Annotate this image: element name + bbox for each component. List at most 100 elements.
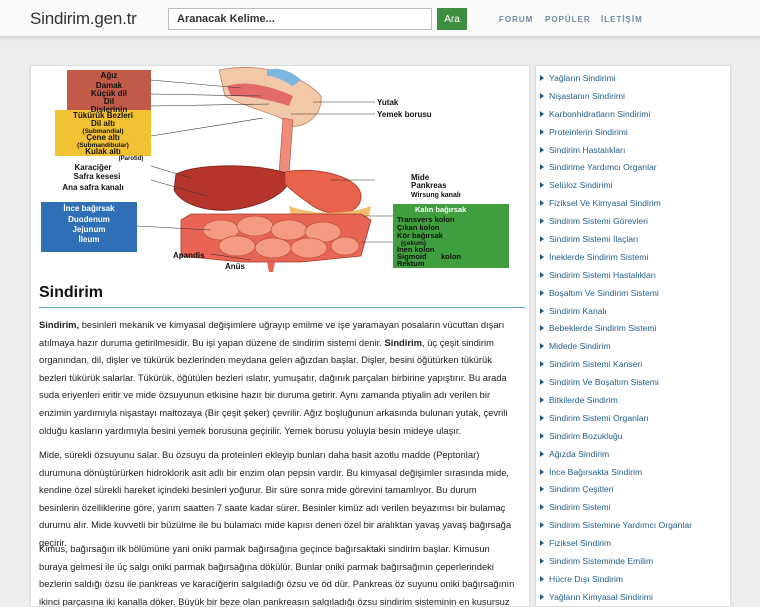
sidebar-link[interactable]: İneklerde Sindirim Sistemi [536, 248, 730, 266]
label-transvers-kolon: Transvers kolon [397, 215, 455, 224]
sidebar-link[interactable]: Sindirim Sistemi Kanseri [536, 355, 730, 373]
label-ileum: İleum [79, 235, 100, 244]
sidebar-link[interactable]: Sindirim Sistemi Hastalıkları [536, 266, 730, 284]
sidebar-link[interactable]: Fiziksel Sindirim [536, 534, 730, 552]
sidebar-link[interactable]: Bebeklerde Sindirim Sistemi [536, 319, 730, 337]
search-input[interactable] [168, 8, 432, 30]
label-kucuk-dil: Küçük dil [91, 89, 127, 98]
arrow-bullet-icon [540, 557, 544, 564]
sidebar-link[interactable]: İnce Bağırsakta Sindirim [536, 463, 730, 481]
nav-iletisim[interactable]: İLETİŞİM [601, 15, 643, 24]
label-cekum: (çekum) [401, 240, 426, 247]
sidebar-link[interactable]: Bitkilerde Sindirim [536, 391, 730, 409]
label-kolon: kolon [441, 252, 461, 261]
label-kalin-bagirsak: Kalın bağırsak [415, 205, 467, 214]
sidebar-link[interactable]: Yağların Kimyasal Sindirimi [536, 588, 730, 606]
label-agiz: Ağız [101, 71, 118, 80]
label-karaciger: Karaciğer [75, 163, 112, 172]
label-rektum: Rektum [397, 259, 425, 268]
arrow-bullet-icon [540, 432, 544, 439]
arrow-bullet-icon [540, 289, 544, 296]
sidebar-link[interactable]: Sindirim Sistemi Görevleri [536, 212, 730, 230]
label-yemek-borusu: Yemek borusu [377, 110, 432, 119]
article-title: Sindirim [39, 284, 104, 301]
arrow-bullet-icon [540, 182, 544, 189]
label-damak: Damak [96, 81, 123, 90]
label-parotid: (Parotid) [119, 156, 144, 162]
sidebar-link[interactable]: Karbonhidratların Sindirimi [536, 105, 730, 123]
label-pankreas: Pankreas [411, 181, 447, 190]
label-cikan-kolon: Çıkan kolon [397, 223, 440, 232]
arrow-bullet-icon [540, 271, 544, 278]
sidebar-link[interactable]: Selüloz Sindirimi [536, 176, 730, 194]
label-tukuruk-bezleri: Tükürük Bezleri [73, 111, 133, 120]
arrow-bullet-icon [540, 146, 544, 153]
arrow-bullet-icon [540, 468, 544, 475]
sidebar-link[interactable]: Sindirim Sisteminde Emilim [536, 552, 730, 570]
digestive-system-diagram: Ağız Damak Küçük dil Dil Dişlerinin Tükü… [41, 67, 509, 272]
article-paragraph-1: Sindirim, besinleri mekanik ve kimyasal … [39, 319, 508, 436]
sidebar-link[interactable]: Sindirim Sistemi [536, 498, 730, 516]
sidebar-link[interactable]: Sindirime Yardımcı Organlar [536, 158, 730, 176]
sidebar-link[interactable]: Proteinlerin Sindirimi [536, 123, 730, 141]
sidebar-link[interactable]: Sindirim Bozukluğu [536, 427, 730, 445]
arrow-bullet-icon [540, 593, 544, 600]
sidebar-link[interactable]: Sindirim Sistemi Organları [536, 409, 730, 427]
related-links-list: Yağların Sindirimi Nişastanın Sindirimi … [536, 69, 730, 606]
label-dil-alti: Dil altı [91, 119, 115, 128]
label-inen-kolon: İnen kolon [397, 245, 435, 254]
title-divider [39, 307, 525, 308]
sidebar-link[interactable]: Ağızda Sindirim [536, 445, 730, 463]
arrow-bullet-icon [540, 164, 544, 171]
label-mide: Mide [411, 173, 430, 182]
sidebar-link[interactable]: Sindirim Sistemine Yardımcı Organlar [536, 516, 730, 534]
label-jejunum: Jejunum [73, 225, 106, 234]
arrow-bullet-icon [540, 540, 544, 547]
sidebar-link[interactable]: Boşaltım Ve Sindirim Sistemi [536, 284, 730, 302]
label-kor-bagirsak: Kör bağırsak [397, 231, 444, 240]
top-bar: Sindirim.gen.tr Ara FORUM POPÜLER İLETİŞ… [0, 0, 760, 37]
arrow-bullet-icon [540, 414, 544, 421]
sidebar-link[interactable]: Midede Sindirim [536, 337, 730, 355]
sidebar-link[interactable]: Sindirim Ve Boşaltım Sistemi [536, 373, 730, 391]
label-apandis: Apandis [173, 251, 205, 260]
arrow-bullet-icon [540, 361, 544, 368]
related-links-sidebar: Yağların Sindirimi Nişastanın Sindirimi … [535, 65, 731, 607]
article-paragraph-3: Kimus, bağırsağın ilk bölümüne yani onik… [39, 543, 515, 607]
sidebar-link[interactable]: Sindirim Sistemi İlaçları [536, 230, 730, 248]
sidebar-link[interactable]: Yağların Sindirimi [536, 69, 730, 87]
search-button[interactable]: Ara [437, 8, 467, 30]
arrow-bullet-icon [540, 200, 544, 207]
nav-populer[interactable]: POPÜLER [545, 15, 591, 24]
label-ana-safra-kanali: Ana safra kanalı [62, 183, 123, 192]
label-sigmoid: Sigmoid [397, 252, 427, 261]
arrow-bullet-icon [540, 92, 544, 99]
nav-forum[interactable]: FORUM [499, 15, 534, 24]
arrow-bullet-icon [540, 575, 544, 582]
label-kulak-alti: Kulak altı [85, 147, 121, 156]
sidebar-link[interactable]: Sindirim Hastalıkları [536, 141, 730, 159]
sidebar-link[interactable]: Sindirim Çeşitleri [536, 480, 730, 498]
site-logo[interactable]: Sindirim.gen.tr [30, 9, 137, 28]
label-submandial: (Submandial) [82, 128, 123, 135]
sidebar-link[interactable]: Fiziksel Ve Kimyasal Sindirim [536, 194, 730, 212]
arrow-bullet-icon [540, 128, 544, 135]
label-dil: Dil [104, 97, 114, 106]
arrow-bullet-icon [540, 343, 544, 350]
arrow-bullet-icon [540, 110, 544, 117]
sidebar-link[interactable]: Nişastanın Sindirimi [536, 87, 730, 105]
arrow-bullet-icon [540, 307, 544, 314]
arrow-bullet-icon [540, 325, 544, 332]
arrow-bullet-icon [540, 486, 544, 493]
sidebar-link[interactable]: Sindirim Kanalı [536, 302, 730, 320]
label-dislerinin: Dişlerinin [91, 105, 128, 114]
label-anus: Anüs [225, 262, 246, 271]
label-safra-kesesi: Safra kesesi [74, 172, 121, 181]
label-ince-bagirsak: İnce bağırsak [63, 204, 115, 213]
lead-term: Sindirim, [39, 319, 80, 330]
sidebar-link[interactable]: Hücre Dışı Sindirim [536, 570, 730, 588]
arrow-bullet-icon [540, 450, 544, 457]
label-duodenum: Duodenum [68, 215, 110, 224]
label-cene-alti: Çene altı [86, 133, 119, 142]
arrow-bullet-icon [540, 379, 544, 386]
